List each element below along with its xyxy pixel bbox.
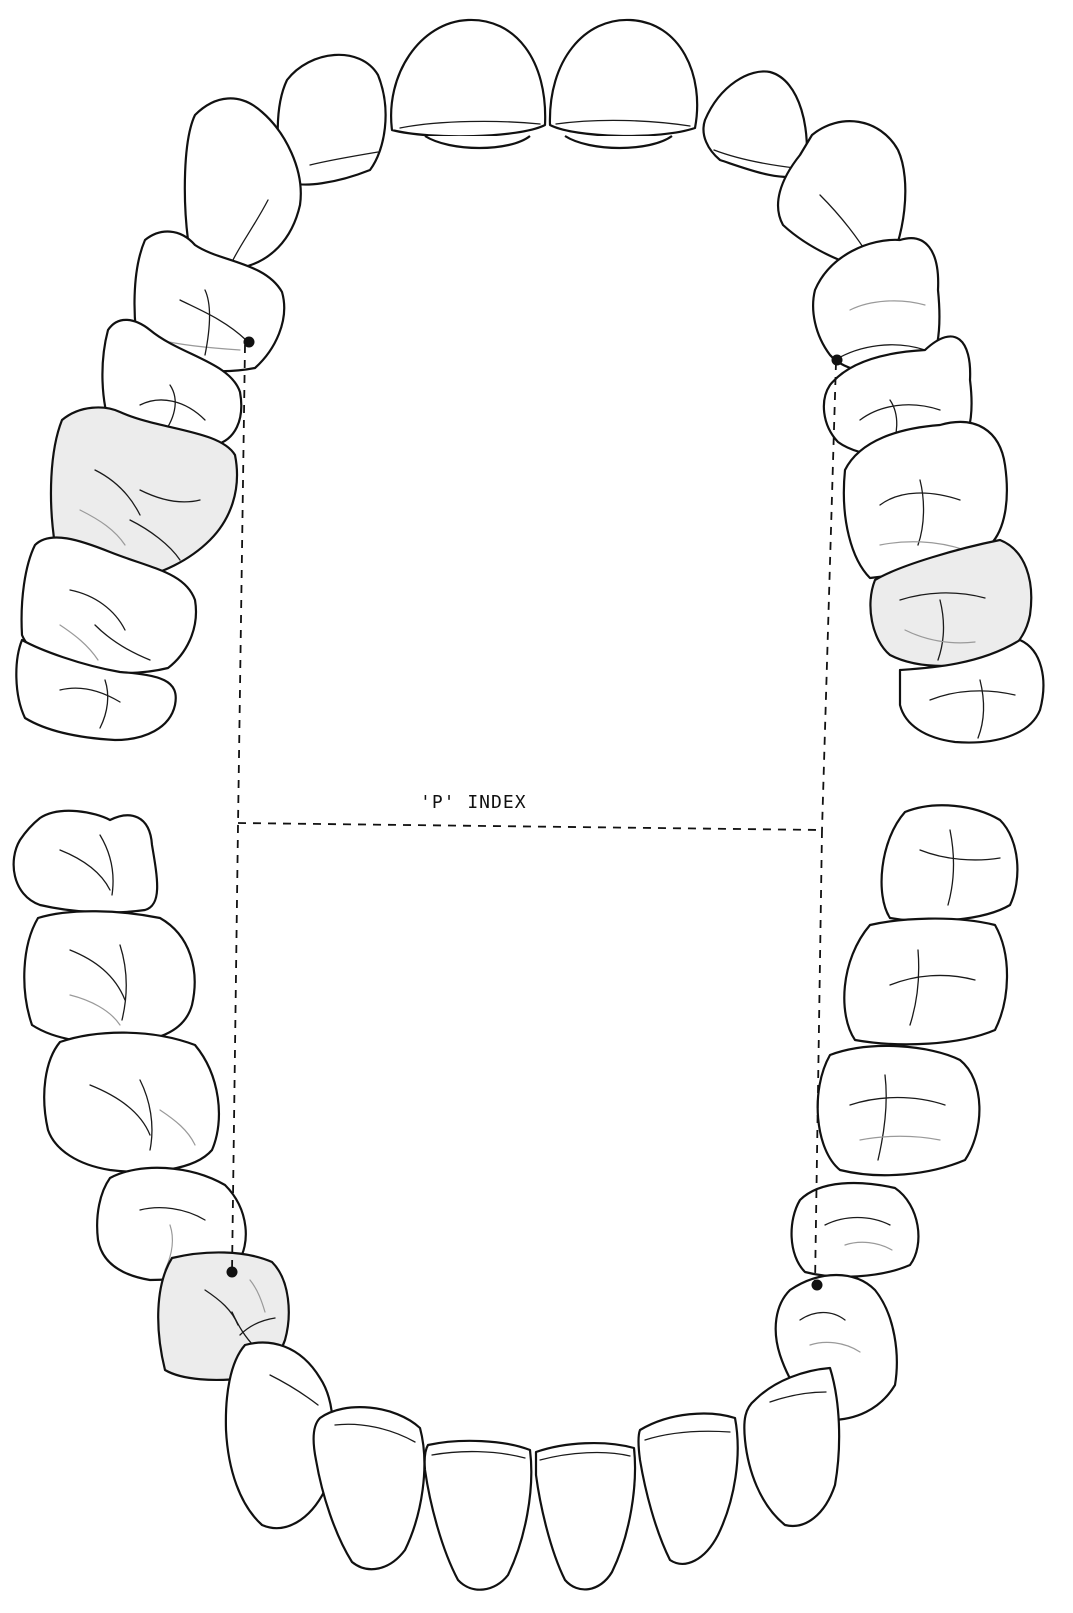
lower-left-contact-point — [227, 1267, 238, 1278]
lower-left-central-incisor — [425, 1441, 532, 1590]
lower-left-lateral-incisor — [314, 1407, 425, 1569]
lower-right-first-molar — [818, 1046, 980, 1175]
lower-arch — [14, 805, 1018, 1589]
p-index-lines — [232, 345, 836, 1285]
upper-right-contact-point — [832, 355, 843, 366]
lower-right-canine — [744, 1368, 839, 1526]
lower-right-contact-point — [812, 1280, 823, 1291]
upper-arch — [16, 20, 1043, 743]
upper-left-contact-point — [244, 337, 255, 348]
lower-left-third-molar — [14, 811, 158, 913]
upper-right-central-incisor — [550, 20, 697, 148]
upper-left-central-incisor — [391, 20, 545, 148]
lower-right-central-incisor — [536, 1443, 635, 1589]
lower-left-first-molar — [44, 1033, 219, 1172]
measurement-points — [227, 337, 843, 1291]
lower-right-third-molar — [882, 805, 1018, 921]
p-index-label: 'P' INDEX — [420, 792, 527, 813]
lower-right-second-premolar — [792, 1183, 919, 1277]
lower-right-lateral-incisor — [639, 1414, 738, 1564]
lower-right-second-molar — [844, 919, 1007, 1045]
upper-right-lateral-incisor — [703, 71, 806, 177]
lower-left-second-molar — [24, 911, 194, 1043]
horizontal-index-line — [238, 823, 822, 830]
